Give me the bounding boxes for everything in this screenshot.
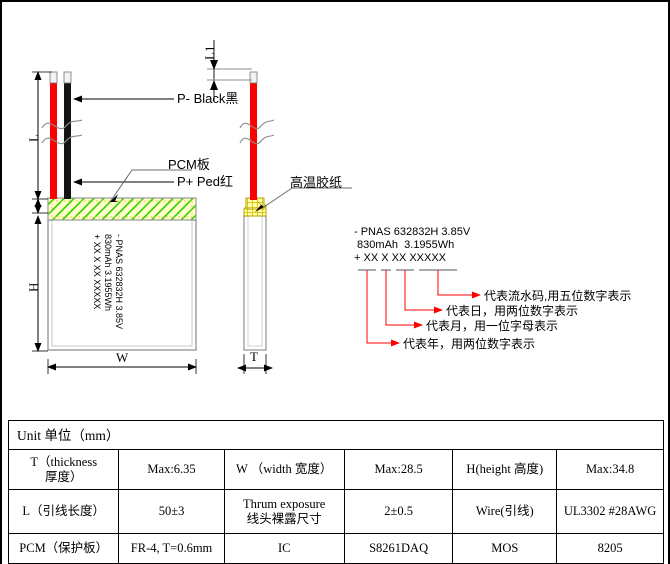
- table-cell: Wire(引线): [452, 489, 558, 534]
- table-cell: FR-4, T=0.6mm: [118, 533, 225, 564]
- dimension-thickness: T: [250, 349, 258, 364]
- table-cell: Max:34.8: [556, 449, 664, 490]
- dimension-height: H: [26, 282, 41, 292]
- annotation-code-line2: 830mAh 3.1955Wh: [354, 239, 455, 251]
- table-cell: H(height 高度): [452, 449, 558, 490]
- annotation-code-line3: + XX X XX XXXXX: [354, 252, 447, 264]
- table-row-unit: Unit 单位（mm）: [8, 420, 664, 450]
- annotation-code-line1: - PNAS 632832H 3.85V: [354, 226, 471, 238]
- annotation-callout-day: 代表日，用两位数字表示: [446, 304, 579, 318]
- dimension-strip-length: L1: [202, 45, 217, 60]
- label-pcm-board: PCM板: [168, 157, 210, 172]
- table-cell: L（引线长度）: [7, 489, 120, 534]
- dimension-width: W: [116, 350, 129, 365]
- drawing-svg: [32, 40, 481, 374]
- annotation-callout-year: 代表年，用两位数字表示: [403, 337, 536, 351]
- table-cell: 2±0.5: [343, 489, 454, 534]
- label-positive-wire: P+ Ped红: [177, 174, 234, 189]
- table-cell: UL3302 #28AWG: [556, 489, 664, 534]
- table-cell: MOS: [452, 533, 558, 564]
- dimension-lead-length: L: [26, 134, 41, 142]
- table-cell: 8205: [556, 533, 664, 564]
- unit-label-cell: Unit 单位（mm）: [8, 420, 664, 450]
- table-cell: PCM（保护板）: [7, 533, 120, 564]
- annotation-callout-month: 代表月，用一位字母表示: [426, 319, 559, 333]
- label-high-temp-tape: 高温胶纸: [290, 175, 343, 190]
- table-cell: S8261DAQ: [343, 533, 454, 564]
- table-cell: IC: [223, 533, 345, 564]
- label-negative-wire: P- Black黑: [177, 91, 239, 106]
- annotation-callout-serial: 代表流水码,用五位数字表示: [484, 289, 632, 303]
- table-row: PCM（保护板） FR-4, T=0.6mm IC S8261DAQ MOS 8…: [7, 533, 664, 564]
- table-cell: W （width 宽度）: [223, 449, 345, 490]
- drawing-area: P- Black黑 P+ Ped红 PCM板 高温胶纸 L H W L1 T -…: [2, 2, 668, 414]
- table-cell: 50±3: [118, 489, 225, 534]
- table-cell: Max:6.35: [118, 449, 225, 490]
- table-cell: Max:28.5: [343, 449, 454, 490]
